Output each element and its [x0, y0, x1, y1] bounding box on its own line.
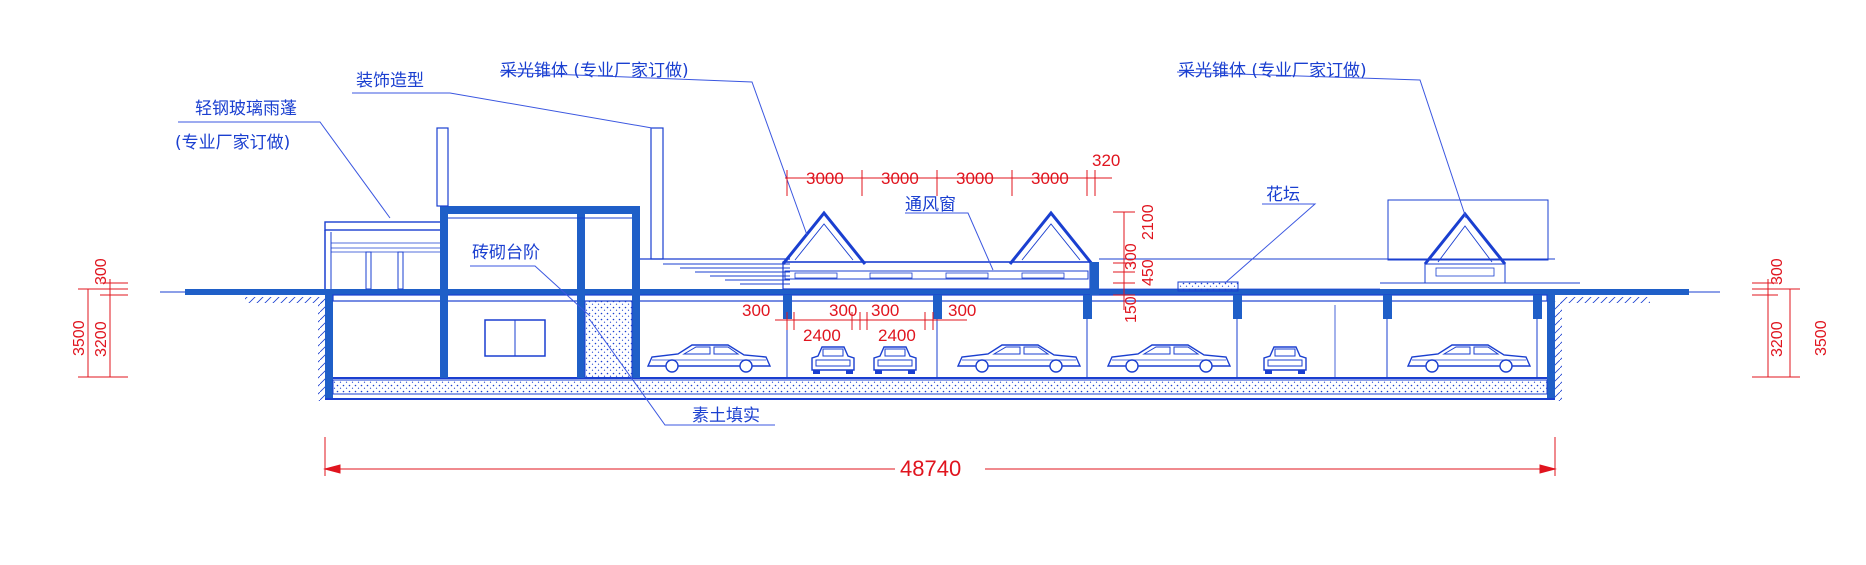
dim-right-clear: 3200	[1769, 321, 1786, 357]
car-front-2	[873, 346, 917, 375]
dimension-texts: 48740 3000 3000 3000 3000 320 2100 300 4…	[71, 151, 1830, 481]
label-vent-window: 通风窗	[905, 195, 956, 215]
dim-vert-2100: 2100	[1140, 204, 1157, 240]
dim-bay-1: 300	[742, 301, 770, 320]
dim-bay-5: 2400	[878, 326, 916, 345]
dim-overall-length: 48740	[900, 456, 961, 481]
label-canopy-line2: (专业厂家订做)	[175, 133, 290, 153]
dim-vert-150: 150	[1123, 296, 1140, 323]
dim-left-total: 3500	[71, 320, 88, 356]
basement-window	[484, 319, 546, 357]
dim-top-span-2: 3000	[881, 169, 919, 188]
label-canopy-line1: 轻钢玻璃雨蓬	[195, 99, 297, 119]
label-brick-steps: 砖砌台阶	[472, 243, 540, 263]
dim-top-span-3: 3000	[956, 169, 994, 188]
dim-top-span-5: 320	[1092, 151, 1120, 170]
dim-vert-450: 450	[1140, 259, 1157, 286]
annotations: 轻钢玻璃雨蓬 (专业厂家订做) 装饰造型 采光锥体 (专业厂家订做) 采光锥体 …	[175, 61, 1367, 426]
car-side-1	[647, 344, 771, 373]
right-skylight	[1380, 199, 1580, 284]
dim-top-span-4: 3000	[1031, 169, 1069, 188]
dim-bay-3: 300	[829, 301, 857, 320]
car-side-3	[1107, 344, 1231, 373]
ground-line	[160, 289, 1720, 303]
flower-bed	[1099, 258, 1555, 292]
label-backfill: 素土填实	[692, 406, 760, 426]
dim-right-slab: 300	[1769, 258, 1786, 285]
dim-bay-4: 300	[871, 301, 899, 320]
car-side-2	[957, 344, 1081, 373]
dim-left-slab: 300	[93, 258, 110, 285]
middle-skylights	[781, 210, 1099, 295]
car-front-1	[811, 346, 855, 375]
dim-vert-300: 300	[1123, 243, 1140, 270]
dim-top-span-1: 3000	[806, 169, 844, 188]
basement-structure	[318, 294, 1562, 401]
leader-lines	[178, 71, 1467, 426]
dim-bay-6: 300	[948, 301, 976, 320]
dim-right-total: 3500	[1813, 320, 1830, 356]
label-decor: 装饰造型	[356, 71, 424, 91]
dimension-lines	[78, 170, 1800, 476]
dim-left-clear: 3200	[93, 321, 110, 357]
cars	[647, 344, 1531, 375]
label-skylight-left: 采光锥体 (专业厂家订做)	[500, 61, 689, 81]
left-pavilion	[324, 127, 790, 295]
car-side-4	[1407, 344, 1531, 373]
label-skylight-right: 采光锥体 (专业厂家订做)	[1178, 61, 1367, 81]
dim-bay-2: 2400	[803, 326, 841, 345]
label-flower-bed: 花坛	[1266, 185, 1300, 205]
backfill-fill	[584, 300, 633, 379]
car-front-3	[1263, 346, 1307, 375]
